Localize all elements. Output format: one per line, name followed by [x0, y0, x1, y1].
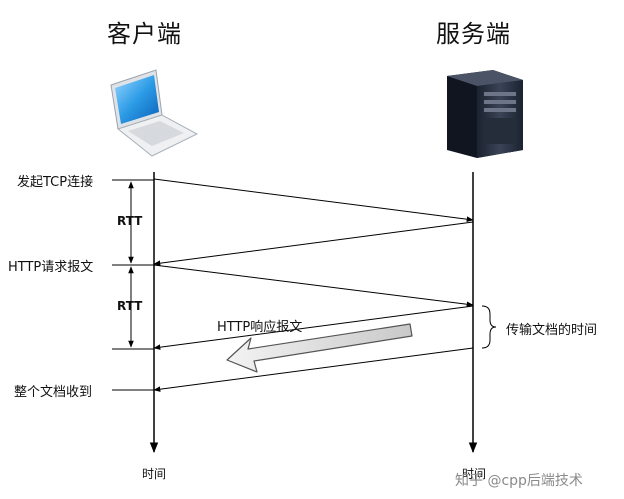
watermark: 知乎 @cpp后端技术 — [455, 473, 583, 489]
label-tcp: 发起TCP连接 — [17, 175, 94, 190]
msg-response-end — [153, 347, 474, 392]
client-time-label: 时间 — [142, 467, 167, 481]
transfer-time-label: 传输文档的时间 — [506, 323, 598, 338]
server-tower-icon — [447, 70, 523, 158]
transfer-time-brace — [481, 305, 497, 349]
msg-http-request — [153, 264, 474, 307]
label-http-response: HTTP响应报文 — [217, 320, 303, 335]
msg-tcp-syn — [153, 178, 474, 222]
rtt-label-2: RTT — [117, 299, 143, 313]
client-title: 客户端 — [107, 20, 182, 48]
rtt-label-1: RTT — [117, 214, 143, 228]
label-document-received: 整个文档收到 — [14, 385, 93, 400]
msg-response-start — [153, 305, 474, 350]
server-time-label: 时间 — [462, 467, 487, 481]
response-transfer-arrow — [226, 323, 413, 373]
label-http-request: HTTP请求报文 — [8, 260, 94, 275]
laptop-icon — [110, 69, 199, 157]
msg-tcp-synack — [153, 221, 474, 266]
server-title: 服务端 — [436, 20, 511, 48]
